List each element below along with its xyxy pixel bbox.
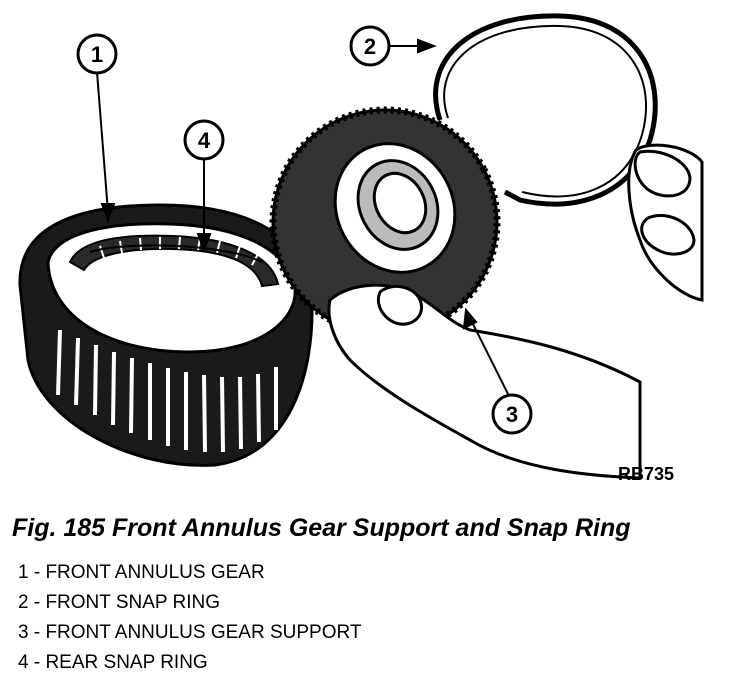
rear-snap-ring xyxy=(89,244,263,263)
callout-1-label: 1 xyxy=(91,42,103,67)
legend-item: 4 - REAR SNAP RING xyxy=(18,652,208,673)
callout-2: 2 xyxy=(349,25,391,67)
callout-leaders xyxy=(96,38,511,399)
front-annulus-gear xyxy=(18,203,314,467)
callout-4: 4 xyxy=(183,119,225,161)
callout-2-label: 2 xyxy=(364,34,376,59)
legend-item: 3 - FRONT ANNULUS GEAR SUPPORT xyxy=(18,622,362,643)
callout-3-label: 3 xyxy=(506,402,518,427)
callout-1: 1 xyxy=(76,33,118,75)
hand-lower xyxy=(327,283,642,480)
front-annulus-gear-support xyxy=(269,106,501,338)
legend-item: 2 - FRONT SNAP RING xyxy=(18,592,220,613)
legend-list: 1 - FRONT ANNULUS GEAR 2 - FRONT SNAP RI… xyxy=(18,561,361,681)
exploded-view-illustration: 1 2 3 4 RB735 xyxy=(18,13,704,484)
front-snap-ring xyxy=(433,13,658,207)
legend-item: 1 - FRONT ANNULUS GEAR xyxy=(18,562,265,583)
figure-code: RB735 xyxy=(618,464,674,484)
callout-4-label: 4 xyxy=(198,128,211,153)
hand-upper xyxy=(627,143,704,302)
callout-3: 3 xyxy=(491,393,533,435)
figure-caption: Fig. 185 Front Annulus Gear Support and … xyxy=(12,514,631,542)
